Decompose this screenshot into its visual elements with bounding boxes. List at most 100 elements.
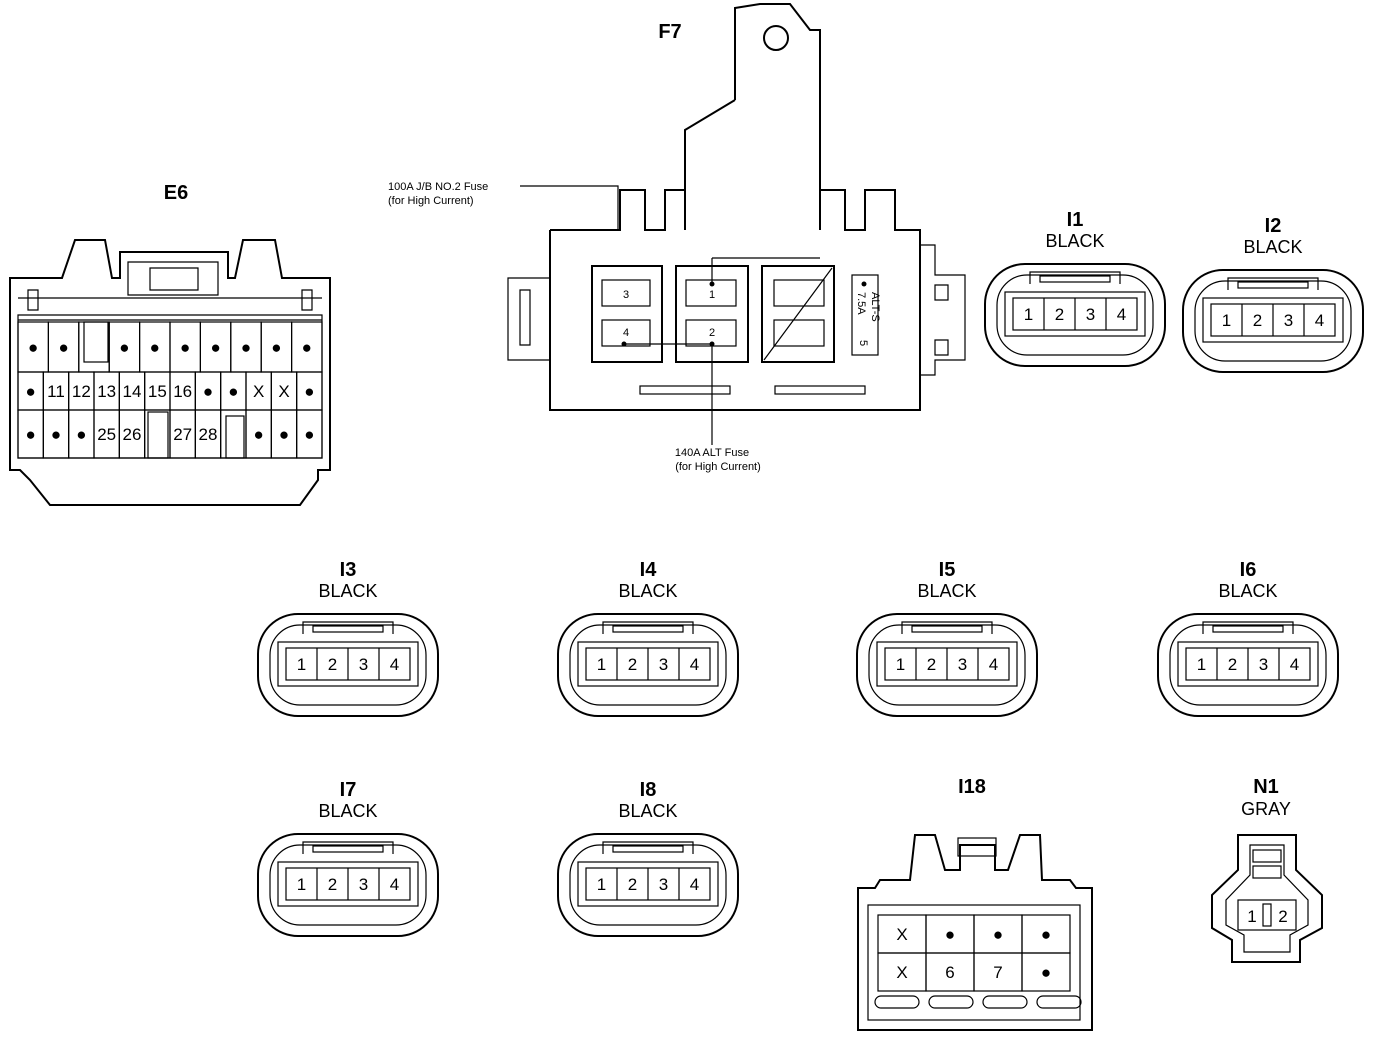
i8-pin: 2 (628, 875, 637, 894)
e6-cell: ● (254, 425, 264, 444)
i8-label: I8 (640, 779, 657, 801)
e6-cell: 28 (199, 425, 218, 444)
i18-cell: X (896, 963, 907, 982)
e6-cell: ● (271, 338, 281, 357)
e6-cell: ● (302, 338, 312, 357)
i18-cell: 6 (945, 963, 954, 982)
f7-terminal-2: 2 (709, 327, 715, 339)
i3-label: I3 (340, 559, 357, 581)
i5-pin: 2 (927, 655, 936, 674)
n1-pin-1: 1 (1247, 907, 1256, 926)
i4-pin: 4 (690, 655, 699, 674)
e6-cell: 27 (173, 425, 192, 444)
i4-pin: 2 (628, 655, 637, 674)
i8-color: BLACK (618, 801, 677, 821)
connector-n1: N1 GRAY 1 2 (1211, 776, 1323, 963)
f7-terminal-4: 4 (623, 327, 629, 339)
i8-pin: 3 (659, 875, 668, 894)
i4-color: BLACK (618, 581, 677, 601)
e6-cell: ● (210, 338, 220, 357)
i5-label: I5 (939, 559, 956, 581)
i6-color: BLACK (1218, 581, 1277, 601)
f7-100a-fuse-note: (for High Current) (388, 195, 474, 207)
i3-pin: 1 (297, 655, 306, 674)
e6-cell: 15 (148, 382, 167, 401)
i1-pin: 2 (1055, 305, 1064, 324)
n1-color: GRAY (1241, 799, 1291, 819)
f7-100a-fuse-label: 100A J/B NO.2 Fuse (388, 181, 488, 193)
e6-cell: 11 (47, 382, 65, 401)
e6-cell: ● (203, 382, 213, 401)
e6-cell: ● (180, 338, 190, 357)
i7-label: I7 (340, 779, 357, 801)
i6-pin: 1 (1197, 655, 1206, 674)
f7-140a-fuse-label: 140A ALT Fuse (675, 447, 749, 459)
e6-cell: ● (28, 338, 38, 357)
f7-alts-rating: 7.5A (855, 292, 867, 315)
f7-label: F7 (658, 21, 681, 43)
i8-pin: 4 (690, 875, 699, 894)
i18-cell: ● (945, 925, 955, 944)
i3-pin: 4 (390, 655, 399, 674)
i1-label: I1 (1067, 209, 1084, 231)
i18-cell: ● (993, 925, 1003, 944)
i4-label: I4 (640, 559, 658, 581)
e6-cell: 26 (123, 425, 142, 444)
i5-pin: 1 (896, 655, 905, 674)
e6-cell: ● (279, 425, 289, 444)
e6-cell: ● (119, 338, 129, 357)
i3-pin: 3 (359, 655, 368, 674)
i7-color: BLACK (318, 801, 377, 821)
e6-cell: ● (26, 382, 36, 401)
e6-cell: 16 (173, 382, 192, 401)
e6-cell: ● (241, 338, 251, 357)
i8-pin: 1 (597, 875, 606, 894)
n1-pin-2: 2 (1278, 907, 1287, 926)
i2-label: I2 (1265, 215, 1282, 237)
f7-140a-fuse-note: (for High Current) (675, 461, 761, 473)
e6-cell: X (278, 382, 289, 401)
connector-f7: F7 3 4 1 2 ALT-S 7.5A 5 (388, 3, 966, 473)
e6-cell: ● (150, 338, 160, 357)
i5-pin: 3 (958, 655, 967, 674)
e6-cell: ● (58, 338, 68, 357)
e6-cell: X (253, 382, 264, 401)
f7-alts-label: ALT-S (869, 292, 881, 322)
n1-label: N1 (1253, 776, 1279, 798)
i6-pin: 2 (1228, 655, 1237, 674)
i6-pin: 3 (1259, 655, 1268, 674)
i4-pin: 3 (659, 655, 668, 674)
i1-pin: 3 (1086, 305, 1095, 324)
i6-pin: 4 (1290, 655, 1299, 674)
i2-pin: 2 (1253, 311, 1262, 330)
e6-cell: 12 (72, 382, 91, 401)
e6-label: E6 (164, 182, 188, 204)
e6-cell: 14 (123, 382, 142, 401)
f7-terminal-3: 3 (623, 289, 629, 301)
e6-cell: ● (304, 425, 314, 444)
i1-color: BLACK (1045, 231, 1104, 251)
e6-cell: 25 (97, 425, 116, 444)
i18-label: I18 (958, 776, 986, 798)
i3-color: BLACK (318, 581, 377, 601)
i1-pin: 4 (1117, 305, 1126, 324)
i2-pin: 1 (1222, 311, 1231, 330)
i5-pin: 4 (989, 655, 998, 674)
e6-cell: ● (51, 425, 61, 444)
i7-pin: 4 (390, 875, 399, 894)
i6-label: I6 (1240, 559, 1257, 581)
i18-cell: ● (1041, 963, 1051, 982)
f7-terminal-1: 1 (709, 289, 715, 301)
i18-cell: ● (1041, 925, 1051, 944)
